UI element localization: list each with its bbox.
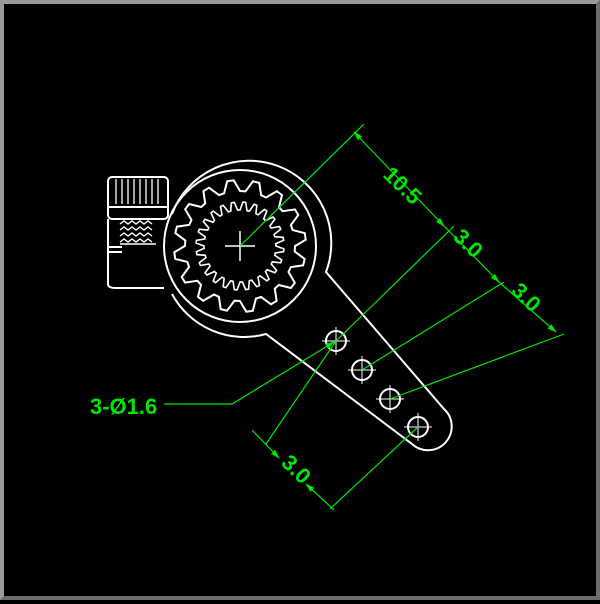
arm-holes <box>322 327 432 441</box>
arm-outline <box>171 159 453 452</box>
dim-line-3-0-b <box>498 281 557 333</box>
spline-inner-gear <box>195 201 285 291</box>
dimension-lines <box>164 123 565 511</box>
dim-line-lower-right <box>305 483 335 511</box>
dim-text-3-0-a: 3.0 <box>449 224 488 263</box>
spline-outer-gear <box>173 179 307 313</box>
dim-line-3-0-a <box>443 225 500 283</box>
clamp-body <box>107 219 164 289</box>
hole-callout-leader <box>164 341 335 405</box>
extension-line-hole-2 <box>361 281 505 371</box>
dim-line-10-5 <box>353 131 445 227</box>
extension-line-lower-2 <box>329 426 419 510</box>
hole-callout-text: 3-Ø1.6 <box>90 394 157 419</box>
servo-arm-part <box>107 159 453 452</box>
dim-text-10-5: 10.5 <box>379 162 427 210</box>
hub-bore <box>163 169 317 323</box>
clamp-screw-thread <box>119 220 156 245</box>
dim-line-lower-left <box>251 429 280 459</box>
clamp-bolt <box>107 176 169 220</box>
dim-text-3-0-lower: 3.0 <box>277 450 316 489</box>
extension-line-center <box>239 123 365 247</box>
dim-text-3-0-b: 3.0 <box>507 278 546 317</box>
cad-drawing: 10.5 3.0 3.0 3.0 3-Ø1.6 <box>90 123 565 511</box>
extension-line-lower-1 <box>265 340 337 445</box>
extension-line-hole-1 <box>335 225 455 342</box>
extension-line-hole-3 <box>389 333 565 400</box>
